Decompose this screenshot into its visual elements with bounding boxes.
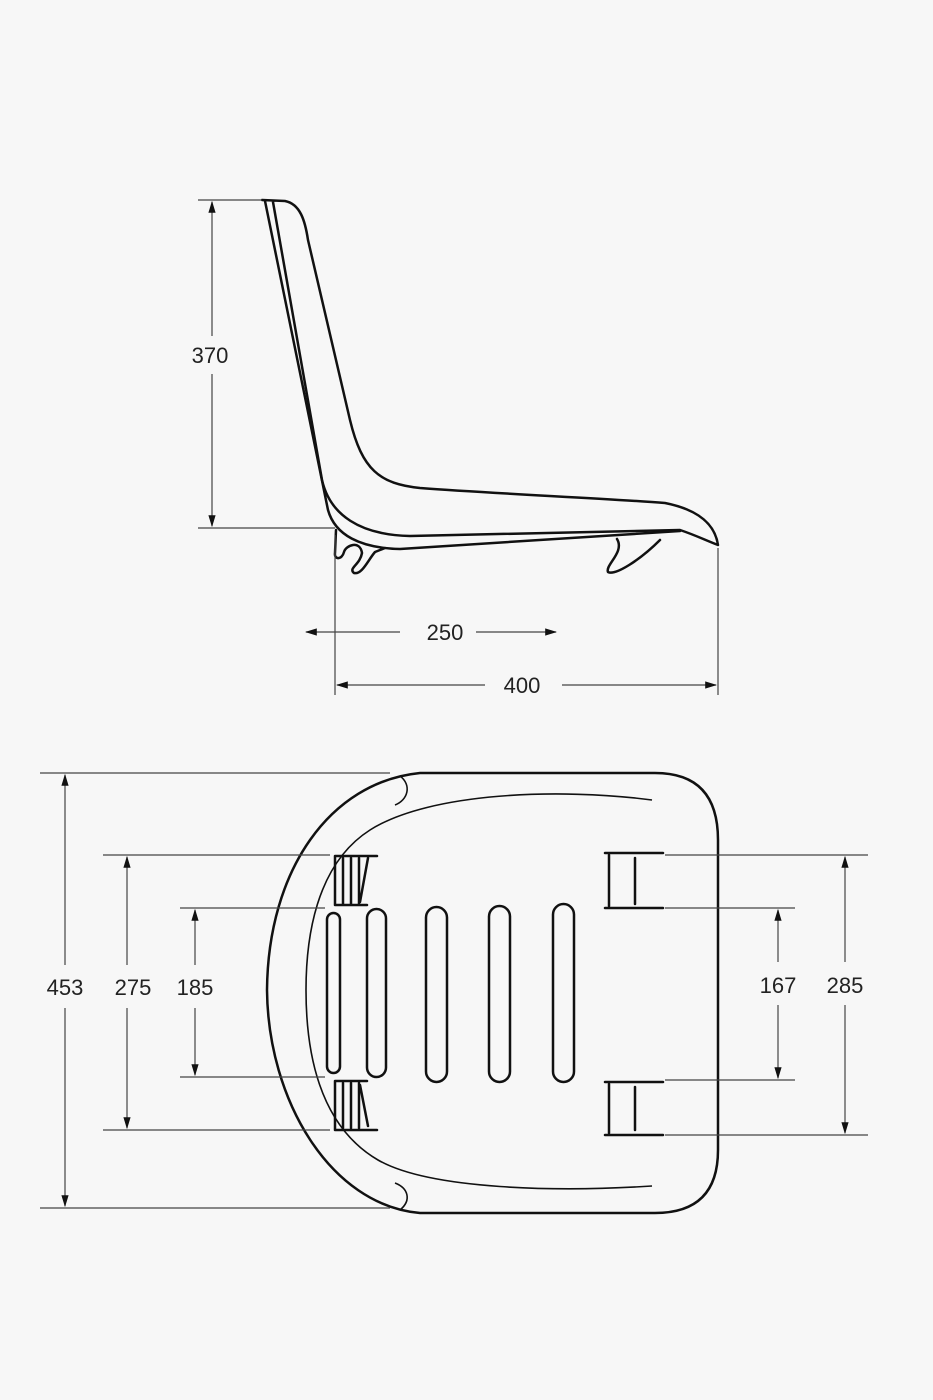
dimension-right: 167 285 (665, 854, 868, 1136)
dimension-label-453: 453 (47, 975, 84, 1000)
front-mount-brackets (333, 854, 379, 1132)
dimension-back-height: 370 (192, 199, 335, 529)
rear-mount-brackets (603, 851, 665, 1137)
dimension-label-400: 400 (504, 673, 541, 698)
dimension-label-167: 167 (760, 973, 797, 998)
dimension-label-185: 185 (177, 975, 214, 1000)
dimension-left: 453 275 185 (40, 772, 390, 1209)
dimension-label-370: 370 (192, 343, 229, 368)
side-view-seat (260, 198, 720, 575)
seat-slots (325, 902, 576, 1084)
dimension-seat-depth: 250 400 (304, 535, 719, 698)
dimension-label-285: 285 (827, 973, 864, 998)
dimension-label-275: 275 (115, 975, 152, 1000)
dimension-label-250: 250 (427, 620, 464, 645)
top-view-seat (265, 771, 720, 1215)
